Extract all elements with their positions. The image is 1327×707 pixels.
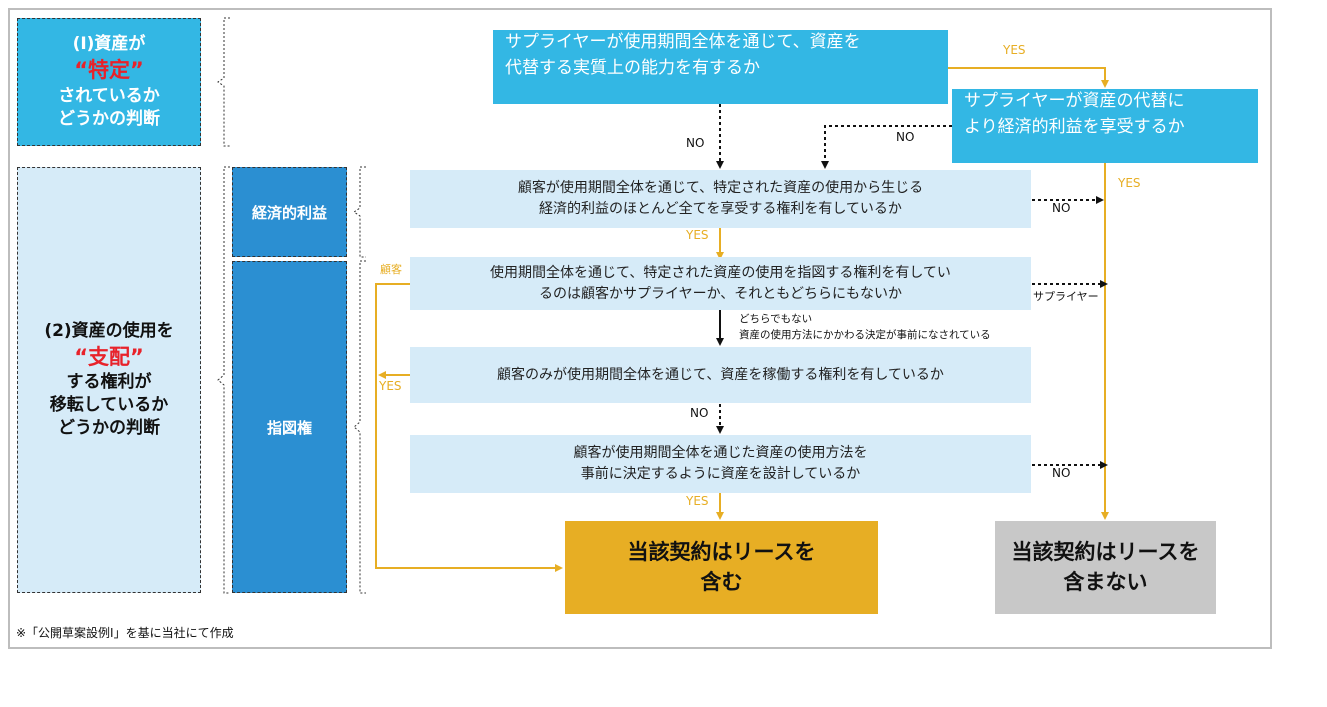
q5-yes-label: YES (379, 379, 402, 393)
category-control-line3: する権利が (66, 372, 152, 393)
q1-line2: 代替する実質上の能力を有するか (505, 57, 760, 78)
result-contains-line2: 含む (700, 569, 743, 594)
q3-yes-label: YES (686, 228, 709, 242)
q4-supplier-label: サプライヤー (1033, 290, 1099, 303)
q2-yes-label: YES (1118, 176, 1141, 190)
q4-line1: 使用期間全体を通じて、特定された資産の使用を指図する権利を有してい (490, 264, 951, 281)
category-control-line4: 移転しているか (49, 395, 169, 416)
q2-no-label: NO (896, 130, 915, 144)
result-contains-lease: 当該契約はリースを 含む (565, 521, 878, 614)
brace-1 (217, 17, 230, 147)
question-substitution-ability: サプライヤーが使用期間全体を通じて、資産を 代替する実質上の能力を有するか (493, 30, 948, 104)
q1-yes-line (948, 67, 1109, 88)
q2-line1: サプライヤーが資産の代替に (964, 91, 1185, 111)
q1-yes-label: YES (1003, 43, 1026, 57)
brace-2 (217, 166, 230, 594)
q3-line2: 経済的利益のほとんど全てを享受する権利を有しているか (539, 201, 902, 217)
q4-line2: るのは顧客かサプライヤーか、それともどちらにもないか (538, 285, 903, 302)
q4-customer-label: 顧客 (380, 263, 402, 276)
category-identified-line4: どうかの判断 (58, 108, 160, 129)
q5-no-label: NO (690, 406, 709, 420)
q4-neither-label-1: どちらでもない (739, 313, 813, 325)
q3-no-label: NO (1052, 201, 1071, 215)
category-identified-highlight: “特定” (74, 58, 144, 83)
q5-line1: 顧客のみが使用期間全体を通じて、資産を稼働する権利を有しているか (497, 366, 944, 383)
category-control: (2)資産の使用を “支配” する権利が 移転しているか どうかの判断 (17, 167, 201, 593)
result-not-contains-line2: 含まない (1063, 569, 1148, 594)
q6-line2: 事前に決定するように資産を設計しているか (580, 466, 861, 482)
q1-no-label: NO (686, 136, 705, 150)
q2-no-line (821, 125, 952, 169)
result-not-contains-line1: 当該契約はリースを (1011, 540, 1200, 565)
question-operating-right: 顧客のみが使用期間全体を通じて、資産を稼働する権利を有しているか (410, 347, 1031, 403)
q2-line2: より経済的利益を享受するか (964, 116, 1185, 137)
q6-no-label: NO (1052, 466, 1071, 480)
q6-yes-label: YES (686, 494, 709, 508)
q1-line1: サプライヤーが使用期間全体を通じて、資産を (505, 32, 861, 52)
brace-4 (353, 260, 366, 594)
footnote: ※「公開草案設例Ⅰ」を基に当社にて作成 (16, 626, 234, 640)
category-identified: (I)資産が “特定” されているか どうかの判断 (17, 18, 201, 146)
subcategory-economic-benefit: 経済的利益 (232, 167, 347, 257)
result-not-contains-lease: 当該契約はリースを 含まない (995, 521, 1216, 614)
brace-3 (353, 166, 366, 258)
question-substitution-benefit: サプライヤーが資産の代替に より経済的利益を享受するか (952, 89, 1258, 163)
subcategory-direction-right: 指図権 (232, 261, 347, 593)
q3-line1: 顧客が使用期間全体を通じて、特定された資産の使用から生じる (517, 180, 924, 196)
result-contains-line1: 当該契約はリースを (627, 540, 816, 565)
category-control-line5: どうかの判断 (58, 418, 160, 439)
category-control-prefix: (2)資産の使用を (44, 320, 174, 341)
q4-customer-line (375, 283, 563, 572)
q6-line1: 顧客が使用期間全体を通じた資産の使用方法を (573, 445, 868, 461)
question-asset-design: 顧客が使用期間全体を通じた資産の使用方法を 事前に決定するように資産を設計してい… (410, 435, 1031, 493)
category-control-highlight: “支配” (74, 344, 144, 369)
question-direction-right: 使用期間全体を通じて、特定された資産の使用を指図する権利を有してい るのは顧客か… (410, 257, 1031, 310)
q4-neither-label-2: 資産の使用方法にかかわる決定が事前になされている (739, 329, 991, 341)
category-identified-prefix: (I)資産が (72, 34, 146, 55)
question-economic-benefits: 顧客が使用期間全体を通じて、特定された資産の使用から生じる 経済的利益のほとんど… (410, 170, 1031, 228)
category-identified-line3: されているか (58, 85, 160, 106)
